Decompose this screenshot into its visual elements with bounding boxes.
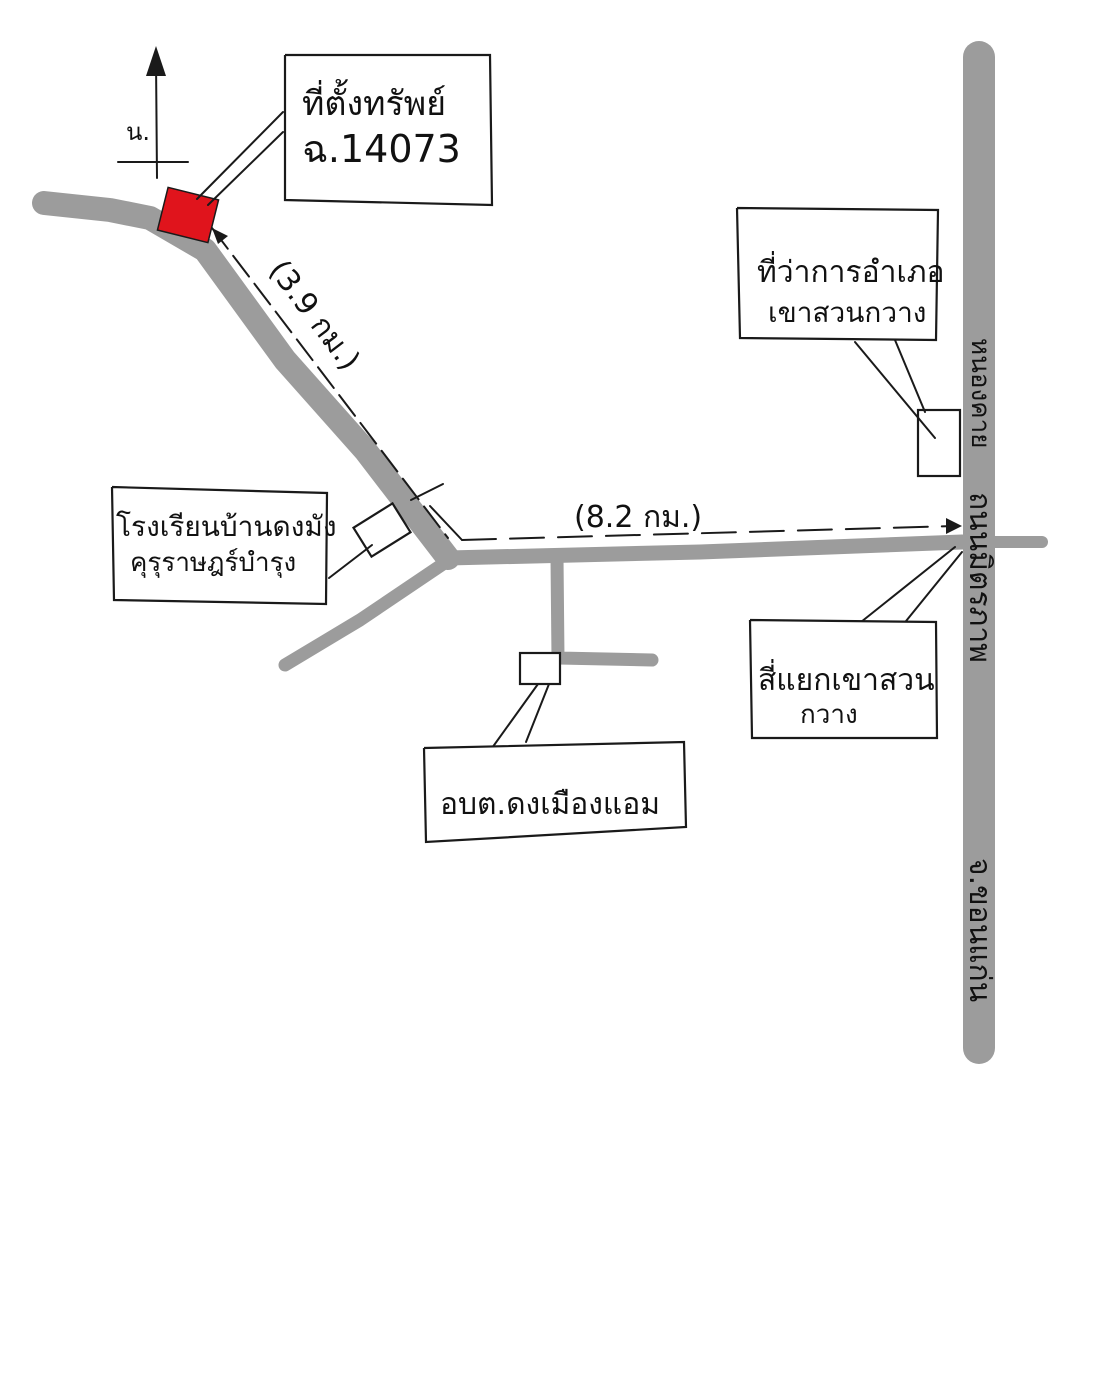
school-label-line2: คุรุราษฎร์บำรุง [130,548,296,578]
intersection-label-box [748,618,939,740]
sao-landmark: อบต.ดงเมืองแอม [422,651,688,844]
southwest-branch-road [278,557,450,672]
north-arrow-icon [146,46,166,76]
property-deed-number: ฉ.14073 [302,127,461,171]
district-office-label-line1: ที่ว่าการอำเภอ [757,251,945,290]
district-office-label-line2: เขาสวนกวาง [768,296,926,329]
school-building [351,501,413,559]
horizontal-distance-dimension: (8.2 กม.) [429,500,962,541]
district-office-building [916,408,962,478]
school-label-box [110,485,329,606]
horizontal-distance-label: (8.2 กม.) [574,500,702,535]
school-label-line1: โรงเรียนบ้านดงมัง [116,510,337,543]
property-label-title: ที่ตั้งทรัพย์ [302,79,446,124]
intersection-label-line2: กวาง [800,700,858,730]
north-arrow: น. [117,46,189,179]
sao-label: อบต.ดงเมืองแอม [440,787,660,822]
highway-north-label: หนองคาย [965,338,995,448]
school-landmark: โรงเรียนบ้านดงมัง คุรุราษฎร์บำรุง [110,485,413,606]
highway-labels: หนองคาย ถนนมิตรภาพ จ.ขอนแก่น [962,338,997,1002]
north-label: น. [126,118,150,146]
intersection-landmark: สี่แยกเขาสวน กวาง [748,546,963,740]
property-label-box [283,53,494,207]
district-office-landmark: ที่ว่าการอำเภอ เขาสวนกวาง [735,206,962,478]
road-to-intersection [440,534,970,566]
dimension-arrow-icon [946,518,962,534]
property-location-marker [156,186,220,244]
highway-south-label: จ.ขอนแก่น [962,858,997,1002]
dimension-arrow-icon [212,228,228,244]
highway-name-label: ถนนมิตรภาพ [962,492,997,663]
sao-branch-road [550,551,659,667]
intersection-label-line1: สี่แยกเขาสวน [758,659,935,698]
property-marker: ที่ตั้งทรัพย์ ฉ.14073 [156,53,494,244]
sao-building [518,651,562,686]
sao-label-box [422,740,688,844]
road-to-property [32,191,460,570]
district-office-label-box [735,206,940,342]
